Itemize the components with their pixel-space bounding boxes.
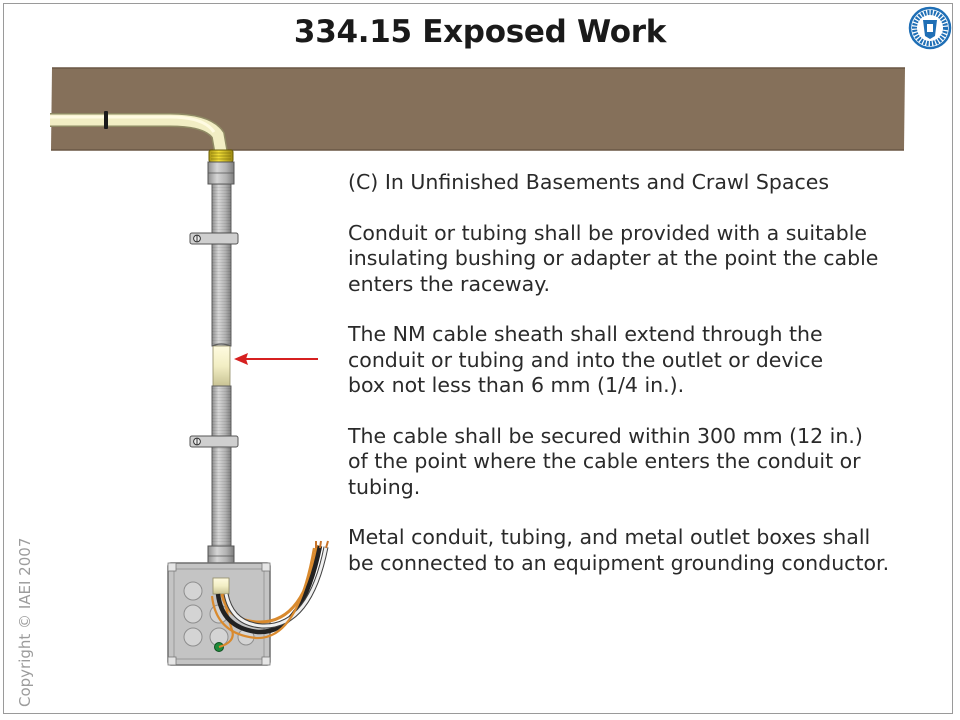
- conduit-strap-lower: [189, 435, 239, 448]
- paragraph-secured: The cable shall be secured within 300 mm…: [348, 424, 948, 501]
- conduit-strap-upper: [189, 232, 239, 245]
- cable-cutaway: [212, 345, 231, 387]
- cable-staple: [104, 111, 108, 129]
- paragraph-sheath: The NM cable sheath shall extend through…: [348, 322, 948, 399]
- paragraph-bushing: Conduit or tubing shall be provided with…: [348, 221, 948, 298]
- text-line: enters the raceway.: [348, 271, 550, 296]
- slide-frame: [3, 3, 953, 714]
- copyright-notice: Copyright © IAEI 2007: [16, 537, 34, 707]
- paragraph-grounding: Metal conduit, tubing, and metal outlet …: [348, 525, 948, 576]
- text-line: Metal conduit, tubing, and metal outlet …: [348, 525, 871, 549]
- wire-black: [215, 545, 323, 635]
- text-line: conduit or tubing and into the outlet or…: [348, 347, 824, 372]
- joist-beam: [51, 68, 905, 150]
- text-line: insulating bushing or adapter at the poi…: [348, 246, 879, 270]
- text-line: The cable shall be secured within 300 mm…: [348, 423, 863, 448]
- section-heading: (C) In Unfinished Basements and Crawl Sp…: [348, 170, 830, 194]
- text-line: tubing.: [348, 474, 421, 499]
- text-line: Conduit or tubing shall be provided with…: [348, 220, 868, 245]
- text-content: (C) In Unfinished Basements and Crawl Sp…: [348, 170, 948, 576]
- text-line: of the point where the cable enters the …: [348, 449, 861, 473]
- text-line: The NM cable sheath shall extend through…: [348, 322, 823, 346]
- text-line: be connected to an equipment grounding c…: [348, 550, 890, 575]
- text-line: box not less than 6 mm (1/4 in.).: [348, 373, 685, 397]
- iaei-keystone-logo-icon: [908, 6, 952, 50]
- outlet-box: [167, 562, 271, 666]
- slide-title: 334.15 Exposed Work: [293, 14, 667, 50]
